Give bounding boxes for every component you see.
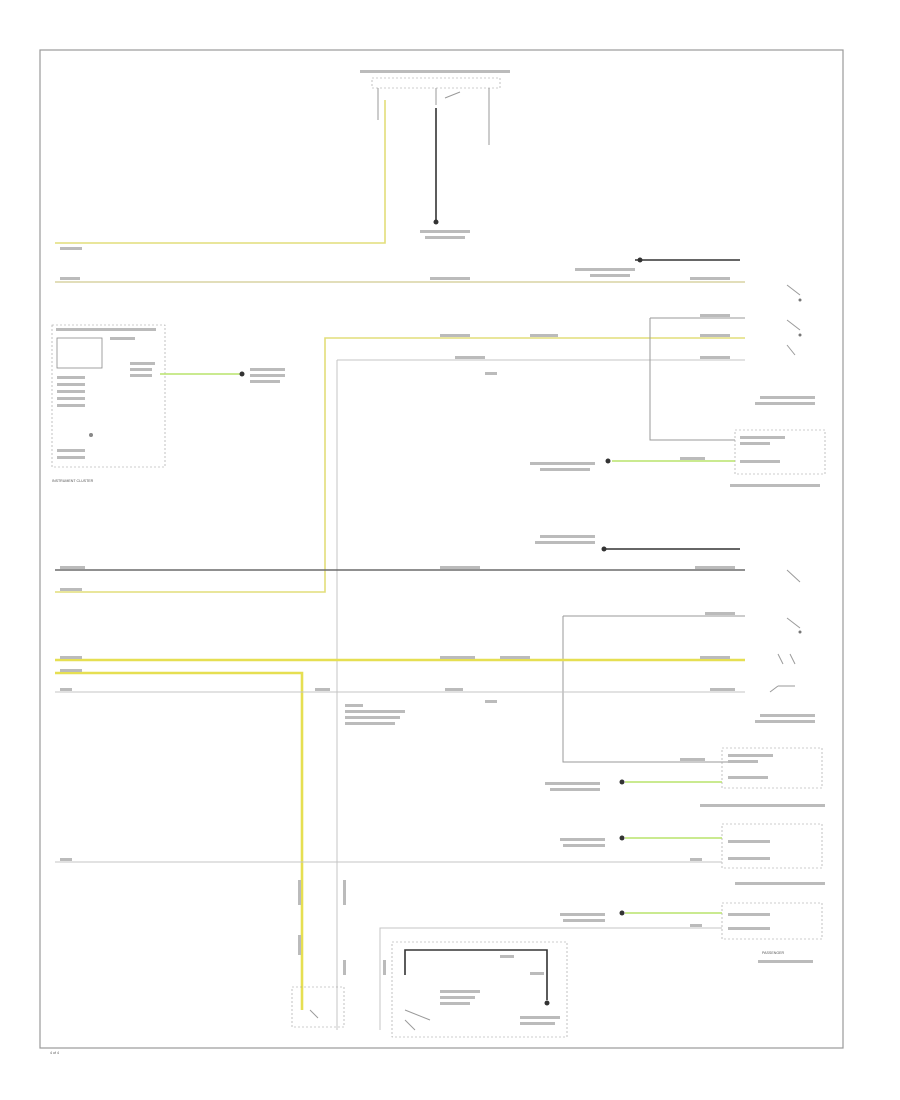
wire-run-1 [55, 257, 745, 283]
top-labels [60, 70, 510, 250]
instrument-cluster-label: INSTRUMENT CLUSTER [52, 479, 94, 483]
left-rear-door-switches [55, 284, 815, 1030]
right-rear-door-switches [55, 535, 802, 763]
instrument-cluster: INSTRUMENT CLUSTER [51, 324, 285, 483]
page-ref: 4 of 4 [50, 1051, 59, 1055]
passenger-lock-box: PASSENGER [379, 902, 823, 1030]
passenger-label: PASSENGER [762, 951, 785, 955]
left-rear-lock-box [530, 429, 826, 487]
right-rear-lock-box [545, 747, 825, 807]
gray-wire-row [55, 685, 815, 725]
top-connector [55, 77, 501, 244]
driver-lock-box [55, 823, 825, 885]
yellow-harness [55, 653, 796, 1010]
diagram-frame [39, 49, 844, 1049]
bottom-module [291, 880, 568, 1038]
